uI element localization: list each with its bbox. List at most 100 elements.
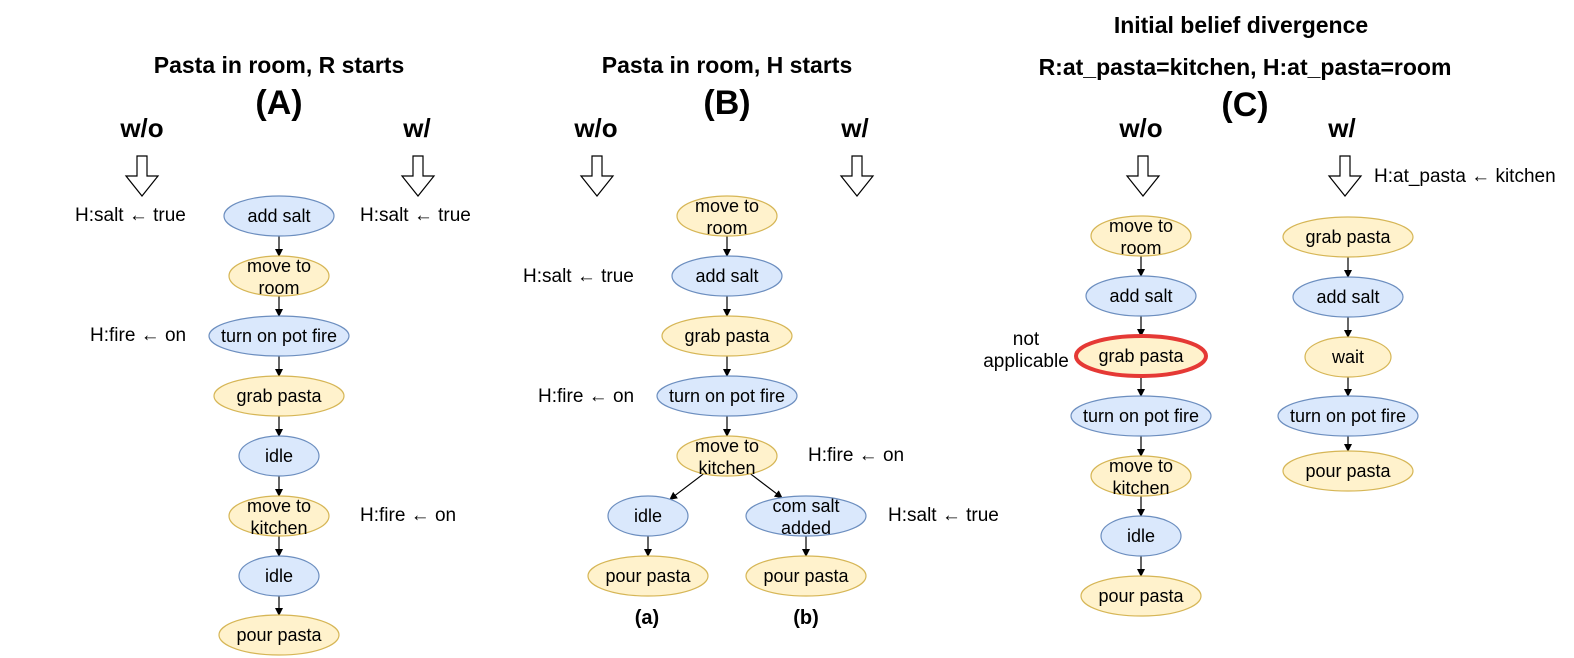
panel-b-letter: (B) — [703, 84, 751, 122]
panel-c-with-label: w/ — [1328, 113, 1356, 143]
node-a5-shape — [238, 435, 320, 477]
node-b2: add salt — [671, 255, 783, 297]
panel-b-with-arrow — [839, 155, 875, 197]
node-c6-label: idle — [1127, 526, 1155, 546]
node-a8-label: pour pasta — [236, 625, 322, 645]
node-a4: grab pasta — [213, 375, 345, 417]
edge-b5-b6 — [669, 473, 705, 500]
panel-a-with-arrow — [400, 155, 436, 197]
panel-a-without-label: w/o — [120, 113, 164, 143]
node-b5-shape — [676, 435, 778, 477]
node-c2-shape — [1085, 275, 1197, 317]
node-a1-label: add salt — [247, 206, 310, 226]
panel-c-at-pasta-annotation: H:at_pasta ← kitchen — [1374, 166, 1556, 187]
node-a4-shape — [213, 375, 345, 417]
node-a7-label: idle — [265, 566, 293, 586]
panel-a-wo-salt-annotation: H:salt ← true — [75, 205, 186, 226]
panel-a-title: Pasta in room, R starts — [153, 52, 405, 78]
node-c7: pour pasta — [1080, 575, 1202, 617]
node-a3: turn on pot fire — [208, 315, 350, 357]
node-b4: turn on pot fire — [656, 375, 798, 417]
node-c5-shape — [1090, 455, 1192, 497]
panel-b-salt-right-annotation: H:salt ← true — [888, 505, 999, 526]
node-c3-shape — [1074, 334, 1208, 378]
node-c7-label: pour pasta — [1098, 586, 1184, 606]
node-a3-shape — [208, 315, 350, 357]
node-c3: grab pasta — [1074, 334, 1208, 378]
node-a1: add salt — [223, 195, 335, 237]
node-a3-label: turn on pot fire — [221, 326, 337, 346]
panel-c-with-arrow — [1327, 155, 1363, 197]
node-b1-shape — [676, 195, 778, 237]
node-d1: grab pasta — [1282, 216, 1414, 258]
node-c6-shape — [1100, 515, 1182, 557]
node-c4: turn on pot fire — [1070, 395, 1212, 437]
node-d3-shape — [1304, 336, 1392, 378]
node-d3: wait — [1304, 336, 1392, 378]
node-b6-label: idle — [634, 506, 662, 526]
node-d5-shape — [1282, 450, 1414, 492]
node-c3-label: grab pasta — [1098, 346, 1184, 366]
node-b9-label: pour pasta — [763, 566, 849, 586]
node-b6-shape — [607, 495, 689, 537]
node-b8-label: pour pasta — [605, 566, 691, 586]
node-d4: turn on pot fire — [1277, 395, 1419, 437]
node-a4-label: grab pasta — [236, 386, 322, 406]
node-b3: grab pasta — [661, 315, 793, 357]
node-c1-shape — [1090, 215, 1192, 257]
node-b8-shape — [587, 555, 709, 597]
node-b8: pour pasta — [587, 555, 709, 597]
panel-c-title: Initial belief divergence — [1113, 12, 1369, 38]
node-b7-shape — [745, 495, 867, 537]
node-b4-label: turn on pot fire — [669, 386, 785, 406]
node-d1-shape — [1282, 216, 1414, 258]
node-a1-shape — [223, 195, 335, 237]
node-d5: pour pasta — [1282, 450, 1414, 492]
node-d3-label: wait — [1331, 347, 1364, 367]
node-a5-label: idle — [265, 446, 293, 466]
node-b9-shape — [745, 555, 867, 597]
node-b2-label: add salt — [695, 266, 758, 286]
panel-a-w-fire-annotation: H:fire ← on — [360, 505, 457, 526]
panel-b-with-label: w/ — [841, 113, 869, 143]
panel-c-without-label: w/o — [1119, 113, 1163, 143]
node-d1-label: grab pasta — [1305, 227, 1391, 247]
panel-b-branch-b-label: (b) — [793, 607, 819, 629]
panel-b-fire-left-annotation: H:fire ← on — [538, 386, 635, 407]
node-a8-shape — [218, 614, 340, 656]
panel-a-w-salt-annotation: H:salt ← true — [360, 205, 471, 226]
edge-b5-b7 — [749, 473, 783, 499]
node-d5-label: pour pasta — [1305, 461, 1391, 481]
panel-a-with-label: w/ — [403, 113, 431, 143]
panel-a-letter: (A) — [255, 84, 303, 122]
panel-b-salt-annotation: H:salt ← true — [523, 266, 634, 287]
node-c4-shape — [1070, 395, 1212, 437]
node-d2-shape — [1292, 276, 1404, 318]
node-b2-shape — [671, 255, 783, 297]
panel-c-subtitle: R:at_pasta=kitchen, H:at_pasta=room — [1038, 54, 1452, 80]
node-b4-shape — [656, 375, 798, 417]
panel-c-without-arrow — [1125, 155, 1161, 197]
node-d2-label: add salt — [1316, 287, 1379, 307]
panel-b-without-arrow — [579, 155, 615, 197]
node-c6: idle — [1100, 515, 1182, 557]
node-a5: idle — [238, 435, 320, 477]
panel-b-title: Pasta in room, H starts — [601, 52, 853, 78]
node-b3-shape — [661, 315, 793, 357]
node-c4-label: turn on pot fire — [1083, 406, 1199, 426]
panel-c-not-applicable-annotation: not applicable — [983, 329, 1069, 372]
panel-b-fire-right-annotation: H:fire ← on — [808, 445, 905, 466]
